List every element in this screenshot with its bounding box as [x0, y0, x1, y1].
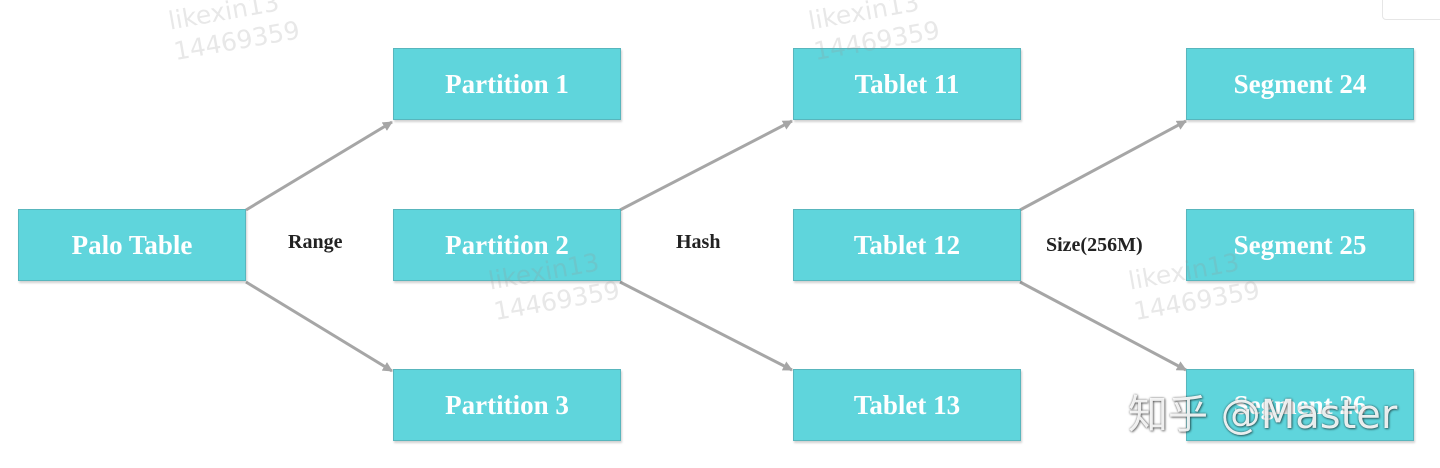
node-segment-24: Segment 24	[1186, 48, 1414, 120]
edge-tablet-12-to-segment-24	[1019, 119, 1187, 212]
node-tablet-11: Tablet 11	[793, 48, 1021, 120]
edge-label-hash: Hash	[676, 231, 721, 253]
edge-label-range: Range	[288, 231, 343, 253]
node-palo-table: Palo Table	[18, 209, 246, 281]
node-segment-26: Segment 26	[1186, 369, 1414, 441]
edge-partition-2-to-tablet-13	[619, 280, 793, 372]
corner-panel	[1382, 0, 1440, 20]
edge-palo-to-partition-3	[245, 280, 393, 373]
edge-partition-2-to-tablet-11	[619, 119, 793, 212]
node-segment-25: Segment 25	[1186, 209, 1414, 281]
edge-tablet-12-to-segment-26	[1019, 280, 1187, 372]
edge-palo-to-partition-1	[245, 120, 393, 212]
node-tablet-12: Tablet 12	[793, 209, 1021, 281]
node-partition-2: Partition 2	[393, 209, 621, 281]
node-partition-3: Partition 3	[393, 369, 621, 441]
node-partition-1: Partition 1	[393, 48, 621, 120]
edge-label-size: Size(256M)	[1046, 234, 1143, 256]
node-tablet-13: Tablet 13	[793, 369, 1021, 441]
